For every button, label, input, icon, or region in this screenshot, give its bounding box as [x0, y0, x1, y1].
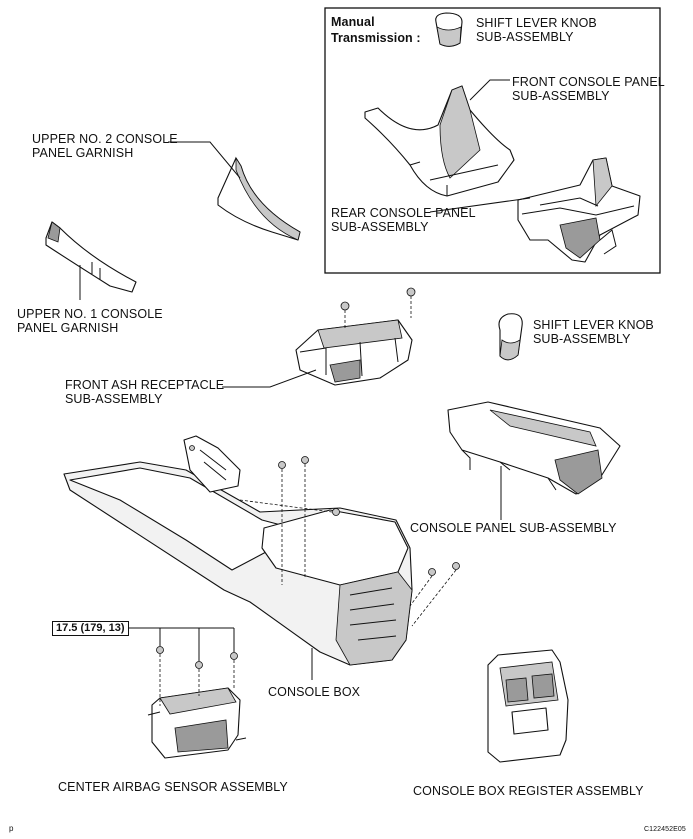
center-airbag-sensor-drawing — [147, 687, 247, 759]
torque-spec-box: 17.5 (179, 13) — [52, 621, 129, 636]
figure-code: C122452E05 — [644, 826, 686, 833]
console-box-drawing — [63, 435, 413, 666]
inset-shift-knob-drawing — [435, 12, 463, 47]
label-upper-no1-garnish: UPPER NO. 1 CONSOLE PANEL GARNISH — [17, 307, 163, 335]
console-box-screws — [239, 456, 460, 627]
upper-no1-garnish-drawing — [45, 221, 137, 293]
inset-front-console-panel-drawing — [364, 85, 515, 197]
label-center-airbag-sensor: CENTER AIRBAG SENSOR ASSEMBLY — [58, 780, 288, 794]
label-console-box-register: CONSOLE BOX REGISTER ASSEMBLY — [413, 784, 644, 798]
shift-knob-drawing — [498, 313, 523, 361]
front-ash-receptacle-drawing — [295, 319, 413, 386]
footer-left-mark: p — [9, 824, 14, 833]
airbag-sensor-bolts — [156, 646, 238, 706]
leader-upper-no2-garnish — [168, 141, 241, 179]
label-front-ash-receptacle: FRONT ASH RECEPTACLE SUB-ASSEMBLY — [65, 378, 225, 406]
label-upper-no2-garnish: UPPER NO. 2 CONSOLE PANEL GARNISH — [32, 132, 178, 160]
label-rear-console-panel: REAR CONSOLE PANEL SUB-ASSEMBLY — [331, 206, 476, 234]
upper-no2-garnish-drawing — [217, 156, 301, 241]
label-shift-knob: SHIFT LEVER KNOB SUB-ASSEMBLY — [533, 318, 654, 346]
manual-transmission-inset-frame — [324, 7, 661, 274]
ash-receptacle-screws — [340, 287, 416, 330]
leader-front-ash-receptacle — [222, 369, 317, 388]
torque-leader-lines — [104, 627, 235, 661]
label-console-box: CONSOLE BOX — [268, 685, 361, 699]
label-shift-knob-inset: SHIFT LEVER KNOB SUB-ASSEMBLY — [476, 16, 597, 44]
console-box-register-drawing — [487, 649, 569, 763]
inset-heading-line1: Manual — [331, 15, 375, 29]
console-panel-drawing — [447, 401, 621, 495]
inset-rear-console-panel-drawing — [517, 157, 641, 263]
label-console-panel: CONSOLE PANEL SUB-ASSEMBLY — [410, 521, 617, 535]
inset-heading-line2: Transmission : — [331, 31, 421, 45]
leader-rear-console-panel — [429, 197, 531, 213]
leader-front-console-panel — [469, 79, 510, 101]
label-front-console-panel: FRONT CONSOLE PANEL SUB-ASSEMBLY — [512, 75, 665, 103]
